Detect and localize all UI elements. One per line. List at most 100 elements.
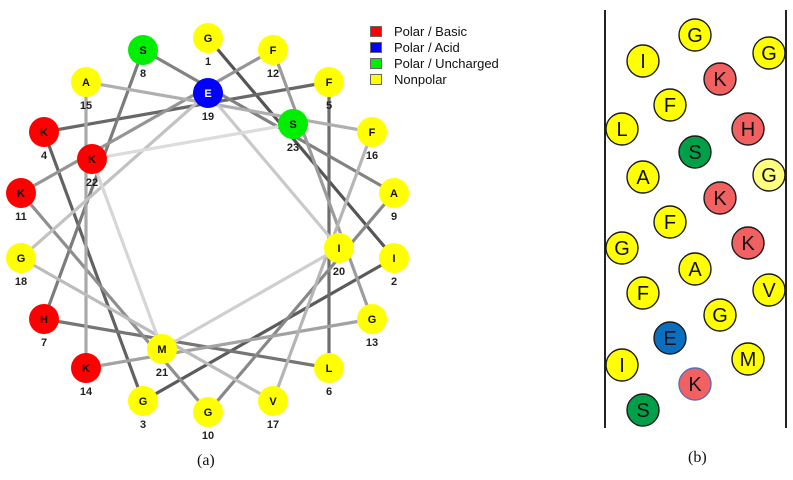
wheel-residue: I2 — [379, 243, 409, 288]
legend-item-basic: Polar / Basic — [370, 23, 499, 39]
wheel-edge-16-17 — [271, 130, 374, 403]
residue-number: 23 — [287, 142, 299, 154]
net-residue-circle — [626, 276, 660, 310]
residue-circle-12 — [258, 35, 288, 65]
net-residue-letter: G — [761, 165, 777, 187]
residue-circle-21 — [147, 334, 177, 364]
net-residue: L — [605, 112, 639, 146]
wheel-residue: K4 — [29, 117, 59, 162]
residue-number: 20 — [333, 266, 345, 278]
net-residue-circle — [731, 342, 765, 376]
residue-letter: G — [139, 396, 148, 408]
net-residue-circle — [626, 44, 660, 78]
residue-letter: M — [157, 344, 166, 356]
wheel-nodes: G1I2G3K4F5L6H7S8A9G10K11F12G13K14A15F16V… — [6, 23, 409, 442]
residue-letter: I — [392, 253, 395, 265]
net-residue-circle — [678, 252, 712, 286]
wheel-residue: F5 — [314, 67, 344, 112]
wheel-edge-8-9 — [141, 48, 396, 195]
residue-letter: A — [390, 188, 398, 200]
caption-a: (a) — [197, 452, 215, 469]
net-residue: K — [678, 367, 712, 401]
wheel-edge-21-22 — [90, 157, 164, 351]
net-residue-letter: M — [740, 349, 757, 371]
residue-circle-15 — [71, 67, 101, 97]
legend: Polar / Basic Polar / Acid Polar / Uncha… — [370, 23, 499, 87]
net-residue-circle — [678, 135, 712, 169]
wheel-residue: G18 — [6, 243, 36, 288]
residue-letter: G — [204, 33, 213, 45]
residue-letter: L — [326, 363, 333, 375]
residue-circle-7 — [29, 304, 59, 334]
net-residue: H — [731, 112, 765, 146]
net-residue-circle — [752, 158, 786, 192]
residue-circle-3 — [128, 386, 158, 416]
residue-number: 15 — [80, 100, 92, 112]
net-residue: F — [626, 276, 660, 310]
wheel-edge-13-14 — [84, 317, 374, 370]
net-residue: G — [752, 36, 786, 70]
wheel-residue: K14 — [71, 353, 101, 398]
wheel-residue: K11 — [6, 178, 36, 223]
residue-circle-16 — [357, 117, 387, 147]
residue-number: 16 — [366, 150, 378, 162]
net-residue-circle — [678, 367, 712, 401]
wheel-edge-7-8 — [42, 48, 145, 321]
residue-number: 11 — [15, 211, 27, 223]
residue-letter: F — [270, 45, 277, 57]
residue-letter: G — [368, 314, 377, 326]
residue-number: 13 — [366, 337, 378, 349]
residue-number: 22 — [86, 177, 98, 189]
residue-circle-22 — [77, 144, 107, 174]
residue-number: 1 — [205, 56, 211, 68]
residue-letter: G — [17, 253, 26, 265]
residue-number: 7 — [41, 337, 47, 349]
net-residue-circle — [605, 231, 639, 265]
residue-letter: E — [204, 88, 211, 100]
net-residue-letter: K — [688, 374, 702, 396]
residue-circle-5 — [314, 67, 344, 97]
net-residue: K — [731, 226, 765, 260]
wheel-residue: F12 — [258, 35, 288, 80]
net-residue-letter: G — [761, 43, 777, 65]
legend-item-acid: Polar / Acid — [370, 39, 499, 55]
net-residue: G — [752, 158, 786, 192]
residue-number: 2 — [391, 276, 397, 288]
net-residue: G — [678, 18, 712, 52]
net-residue: I — [605, 348, 639, 382]
net-residue-circle — [752, 273, 786, 307]
wheel-residue: V17 — [258, 386, 288, 431]
residue-number: 19 — [202, 111, 214, 123]
residue-number: 8 — [140, 68, 146, 80]
wheel-edge-17-18 — [19, 256, 275, 403]
net-residue-circle — [626, 393, 660, 427]
net-residue: S — [678, 135, 712, 169]
net-residue: S — [626, 393, 660, 427]
wheel-residue: I 20 — [324, 233, 354, 278]
residue-letter: I — [337, 243, 340, 255]
residue-number: 5 — [326, 100, 332, 112]
net-residue-letter: I — [619, 355, 625, 377]
wheel-edge-19-20 — [206, 91, 341, 250]
legend-label: Polar / Acid — [394, 39, 460, 55]
residue-letter: F — [369, 127, 376, 139]
net-residue-circle — [703, 181, 737, 215]
wheel-residue: G10 — [193, 397, 223, 442]
wheel-edge-2-3 — [141, 256, 396, 403]
legend-label: Polar / Uncharged — [394, 55, 499, 71]
residue-letter: H — [40, 314, 48, 326]
wheel-residue: S23 — [278, 109, 308, 154]
net-residue-circle — [752, 36, 786, 70]
net-residue: V — [752, 273, 786, 307]
net-residue-circle — [605, 348, 639, 382]
residue-circle-11 — [6, 178, 36, 208]
residue-circle-4 — [29, 117, 59, 147]
wheel-residue: A9 — [379, 178, 409, 223]
net-residue-letter: G — [687, 25, 703, 47]
legend-swatch-uncharged — [370, 57, 382, 69]
residue-letter: V — [269, 396, 277, 408]
net-residue-letter: F — [664, 95, 676, 117]
legend-label: Nonpolar — [394, 71, 447, 87]
legend-label: Polar / Basic — [394, 23, 467, 39]
